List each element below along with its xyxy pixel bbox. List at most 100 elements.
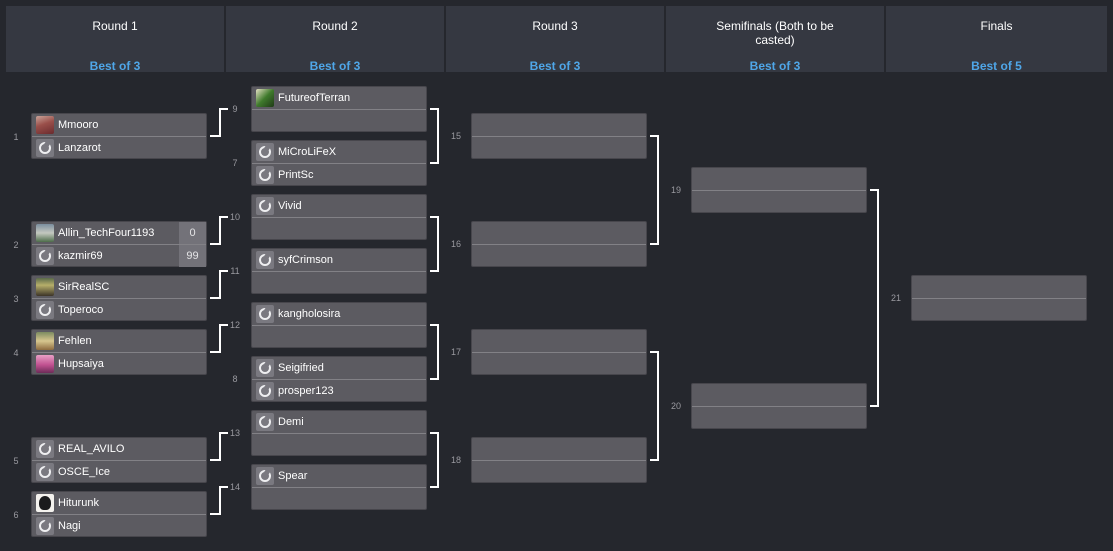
connector-line bbox=[210, 324, 228, 353]
match-9[interactable]: FutureofTerran bbox=[251, 86, 427, 132]
player-slot-empty[interactable] bbox=[692, 168, 866, 191]
faction-icon bbox=[256, 359, 274, 377]
player-slot-empty[interactable] bbox=[472, 245, 646, 267]
semifinals-header: Semifinals (Both to be casted) Best of 3 bbox=[666, 6, 884, 73]
player-slot-empty[interactable] bbox=[472, 330, 646, 353]
match-5[interactable]: REAL_AVILO OSCE_Ice bbox=[31, 437, 207, 483]
player-slot[interactable]: FutureofTerran bbox=[252, 87, 426, 110]
player-slot[interactable]: Vivid bbox=[252, 195, 426, 218]
player-slot-empty[interactable] bbox=[912, 299, 1086, 321]
player-slot[interactable]: prosper123 bbox=[252, 380, 426, 402]
player-slot[interactable]: kazmir69 99 bbox=[32, 245, 206, 267]
match-14[interactable]: Spear bbox=[251, 464, 427, 510]
player-slot[interactable]: Mmooro bbox=[32, 114, 206, 137]
connector-line bbox=[210, 432, 228, 461]
match-number: 4 bbox=[13, 348, 19, 358]
match-8[interactable]: Seigifried prosper123 bbox=[251, 356, 427, 402]
match-number: 12 bbox=[229, 320, 240, 330]
player-slot[interactable]: Hiturunk bbox=[32, 492, 206, 515]
faction-icon bbox=[256, 382, 274, 400]
round-3-header: Round 3 Best of 3 bbox=[446, 6, 664, 73]
finals-header: Finals Best of 5 bbox=[886, 6, 1107, 73]
match-1[interactable]: Mmooro Lanzarot bbox=[31, 113, 207, 159]
player-slot[interactable]: PrintSc bbox=[252, 164, 426, 186]
player-slot[interactable]: Lanzarot bbox=[32, 137, 206, 159]
faction-icon bbox=[256, 166, 274, 184]
player-slot-empty[interactable] bbox=[252, 326, 426, 348]
player-slot[interactable]: kangholosira bbox=[252, 303, 426, 326]
player-slot[interactable]: REAL_AVILO bbox=[32, 438, 206, 461]
match-13[interactable]: Demi bbox=[251, 410, 427, 456]
player-name: syfCrimson bbox=[278, 254, 334, 266]
player-slot[interactable]: syfCrimson bbox=[252, 249, 426, 272]
match-number: 10 bbox=[229, 212, 240, 222]
player-slot[interactable]: Fehlen bbox=[32, 330, 206, 353]
player-slot[interactable]: Hupsaiya bbox=[32, 353, 206, 375]
player-slot[interactable]: MiCroLiFeX bbox=[252, 141, 426, 164]
match-10[interactable]: Vivid bbox=[251, 194, 427, 240]
player-slot-empty[interactable] bbox=[252, 272, 426, 294]
match-number: 21 bbox=[890, 293, 901, 303]
faction-icon bbox=[36, 247, 54, 265]
player-slot[interactable]: Seigifried bbox=[252, 357, 426, 380]
player-slot[interactable]: OSCE_Ice bbox=[32, 461, 206, 483]
player-name: Hiturunk bbox=[58, 497, 99, 509]
match-18[interactable] bbox=[471, 437, 647, 483]
match-19[interactable] bbox=[691, 167, 867, 213]
player-slot-empty[interactable] bbox=[472, 222, 646, 245]
player-slot-empty[interactable] bbox=[692, 407, 866, 429]
match-11[interactable]: syfCrimson bbox=[251, 248, 427, 294]
player-slot[interactable]: Allin_TechFour1193 0 bbox=[32, 222, 206, 245]
match-20[interactable] bbox=[691, 383, 867, 429]
match-number: 20 bbox=[670, 401, 681, 411]
player-slot-empty[interactable] bbox=[692, 384, 866, 407]
player-avatar-icon bbox=[36, 355, 54, 373]
player-slot-empty[interactable] bbox=[472, 353, 646, 375]
player-slot-empty[interactable] bbox=[252, 110, 426, 132]
player-slot[interactable]: Toperoco bbox=[32, 299, 206, 321]
faction-icon bbox=[256, 413, 274, 431]
match-3[interactable]: SirRealSC Toperoco bbox=[31, 275, 207, 321]
match-12[interactable]: kangholosira bbox=[251, 302, 427, 348]
match-21[interactable] bbox=[911, 275, 1087, 321]
player-slot[interactable]: Spear bbox=[252, 465, 426, 488]
match-number: 7 bbox=[232, 158, 238, 168]
player-slot-empty[interactable] bbox=[252, 218, 426, 240]
match-7[interactable]: MiCroLiFeX PrintSc bbox=[251, 140, 427, 186]
faction-icon bbox=[36, 463, 54, 481]
connector-line bbox=[650, 351, 659, 461]
player-name: OSCE_Ice bbox=[58, 466, 110, 478]
match-6[interactable]: Hiturunk Nagi bbox=[31, 491, 207, 537]
match-number: 5 bbox=[13, 456, 19, 466]
match-2[interactable]: Allin_TechFour1193 0 kazmir69 99 bbox=[31, 221, 207, 267]
player-slot-empty[interactable] bbox=[692, 191, 866, 213]
best-of-label: Best of 3 bbox=[309, 59, 361, 73]
match-15[interactable] bbox=[471, 113, 647, 159]
player-slot-empty[interactable] bbox=[252, 434, 426, 456]
player-name: REAL_AVILO bbox=[58, 443, 125, 455]
match-number: 6 bbox=[13, 510, 19, 520]
player-slot-empty[interactable] bbox=[912, 276, 1086, 299]
player-slot-empty[interactable] bbox=[252, 488, 426, 510]
player-slot[interactable]: Demi bbox=[252, 411, 426, 434]
player-name: Nagi bbox=[58, 520, 81, 532]
player-slot[interactable]: Nagi bbox=[32, 515, 206, 537]
player-slot-empty[interactable] bbox=[472, 137, 646, 159]
match-number: 9 bbox=[232, 104, 238, 114]
match-16[interactable] bbox=[471, 221, 647, 267]
player-slot[interactable]: SirRealSC bbox=[32, 276, 206, 299]
faction-icon bbox=[256, 143, 274, 161]
match-17[interactable] bbox=[471, 329, 647, 375]
connector-line bbox=[430, 432, 439, 488]
player-name: Allin_TechFour1193 bbox=[58, 227, 155, 239]
player-slot-empty[interactable] bbox=[472, 114, 646, 137]
round-2-header: Round 2 Best of 3 bbox=[226, 6, 444, 73]
player-slot-empty[interactable] bbox=[472, 461, 646, 483]
player-name: Mmooro bbox=[58, 119, 99, 131]
best-of-label: Best of 3 bbox=[749, 59, 801, 73]
match-4[interactable]: Fehlen Hupsaiya bbox=[31, 329, 207, 375]
player-name: Spear bbox=[278, 470, 308, 482]
connector-line bbox=[210, 486, 228, 515]
player-name: Hupsaiya bbox=[58, 358, 104, 370]
player-slot-empty[interactable] bbox=[472, 438, 646, 461]
